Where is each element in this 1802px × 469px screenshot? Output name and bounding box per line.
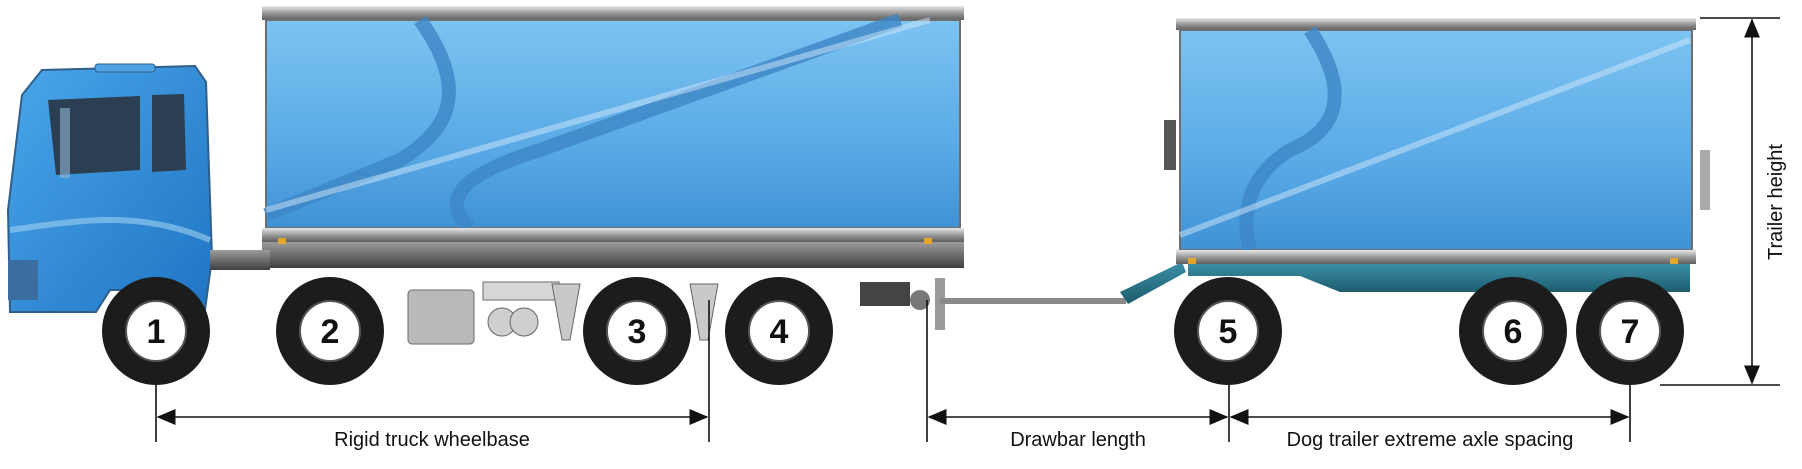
wheel-number-7: 7 — [1621, 313, 1640, 351]
wheel-7: 7 — [1576, 277, 1684, 385]
dog-trailer-axle-spacing-label: Dog trailer extreme axle spacing — [1287, 429, 1574, 451]
wheel-6: 6 — [1459, 277, 1567, 385]
truck-body — [262, 6, 964, 268]
wheel-5: 5 — [1174, 277, 1282, 385]
trailer-body — [1164, 18, 1710, 292]
wheel-3: 3 — [583, 277, 691, 385]
truck-undercarriage — [407, 281, 930, 345]
wheel-2: 2 — [276, 277, 384, 385]
drawbar-length-label: Drawbar length — [1010, 429, 1146, 451]
wheel-number-6: 6 — [1504, 313, 1523, 351]
wheel-number-5: 5 — [1219, 313, 1238, 351]
drawbar — [935, 262, 1186, 330]
wheels: 1 2 3 4 5 6 7 — [102, 277, 1684, 385]
truck-cab — [6, 63, 270, 317]
wheel-4: 4 — [725, 277, 833, 385]
wheel-1: 1 — [102, 277, 210, 385]
wheel-number-1: 1 — [147, 313, 166, 351]
dimension-lines — [155, 17, 1780, 442]
wheel-number-2: 2 — [321, 313, 340, 351]
trailer-height-label: Trailer height — [1765, 144, 1787, 260]
wheel-number-4: 4 — [770, 313, 789, 351]
wheel-number-3: 3 — [628, 313, 647, 351]
rigid-truck-wheelbase-label: Rigid truck wheelbase — [334, 429, 530, 451]
